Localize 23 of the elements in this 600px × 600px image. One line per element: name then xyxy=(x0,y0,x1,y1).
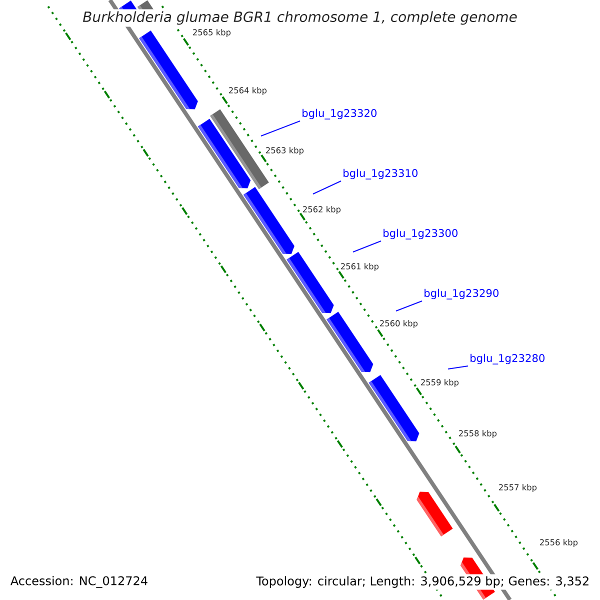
tick-label: 2560 kbp xyxy=(380,320,418,328)
tick-label: 2565 kbp xyxy=(193,29,231,37)
leader-line xyxy=(352,240,382,252)
leader-line xyxy=(312,180,342,194)
footer-text: Topology: circular; Length: 3,906,529 bp; Genes: 3,352 xyxy=(254,574,592,590)
gene-label: bglu_1g23320 xyxy=(302,108,377,120)
footer-text: Accession: NC_012724 xyxy=(8,574,150,590)
leader-line xyxy=(448,366,468,370)
leader-line xyxy=(260,120,300,136)
tick-label: 2558 kbp xyxy=(459,430,497,438)
gene-label: bglu_1g23310 xyxy=(344,168,418,180)
tick-label: 2562 kbp xyxy=(303,206,341,214)
tick-label: 2557 kbp xyxy=(499,484,537,492)
title: Burkholderia glumae BGR1 chromosome 1, complete genome xyxy=(80,9,520,27)
leader-line xyxy=(396,300,422,312)
gene-label: bglu_1g23300 xyxy=(384,228,458,240)
tick-label: 2559 kbp xyxy=(421,379,459,387)
tick-label: 2556 kbp xyxy=(540,539,578,547)
tick-label: 2564 kbp xyxy=(229,87,267,95)
gene-label: bglu_1g23280 xyxy=(470,354,545,364)
tick-label: 2563 kbp xyxy=(266,147,304,155)
gene-label: bglu_1g23290 xyxy=(424,288,499,300)
tick-label: 2561 kbp xyxy=(341,263,379,271)
